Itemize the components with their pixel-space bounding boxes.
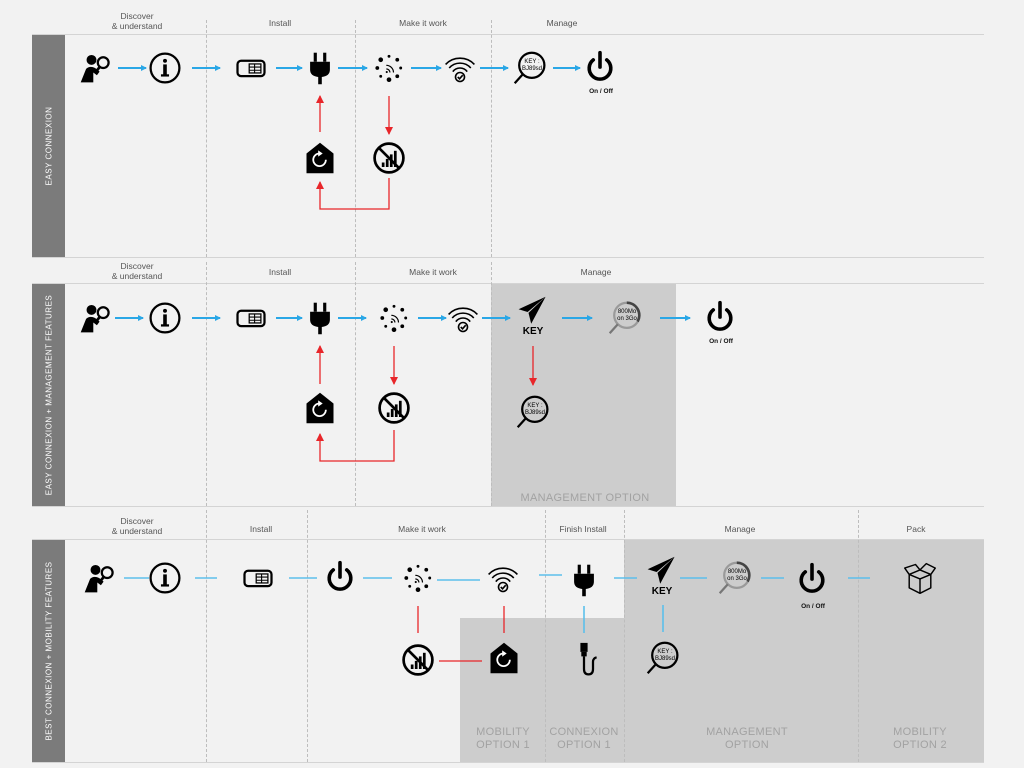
phase-label-manage: Manage [580,267,612,277]
key-search-icon [512,50,548,86]
wifi-ok-icon [445,300,481,336]
mobility-connexion-option-area [460,618,624,762]
home-reset-icon [302,390,338,426]
on-off-label: On / Off [709,338,733,345]
connecting-icon [371,50,407,86]
no-signal-icon [371,140,407,176]
sim-card-icon [233,300,269,336]
swimlane-easy-connexion [32,34,984,258]
sim-card-icon [240,560,276,596]
send-icon [644,554,680,590]
phase-divider [545,510,546,762]
data-usage-icon [607,300,643,336]
phase-divider [491,20,492,257]
row-title-bar: BEST CONNEXION + MOBILITY FEATURES [32,540,65,762]
option-label-mobility-2: MOBILITY OPTION 2 [893,726,947,751]
plug-icon [566,562,602,598]
info-icon[interactable] [147,50,183,86]
phase-divider [858,510,859,762]
phase-label-make-it-work: Make it work [409,267,457,277]
option-label-management: MANAGEMENT OPTION [520,492,650,504]
option-label-management: MANAGEMENT OPTION [706,726,788,751]
on-off-label: On / Off [589,88,613,95]
phase-label-make-it-work: Make it work [398,524,446,534]
phase-divider [206,510,207,762]
phase-label-discover: Discover & understand [111,11,163,31]
power-icon[interactable] [702,300,738,336]
key-search-icon [645,640,681,676]
phase-divider [355,20,356,257]
power-icon[interactable] [322,560,358,596]
person-search-icon [82,560,118,596]
error-arrow [316,178,390,210]
home-reset-icon [486,640,522,676]
no-signal-icon [376,390,412,426]
row-title-bar: EASY CONNEXION + MANAGEMENT FEATURES [32,284,65,506]
phase-label-finish-install: Finish Install [559,524,607,534]
phase-label-discover: Discover & understand [111,261,163,281]
info-icon[interactable] [147,300,183,336]
swimlane-easy-connexion-management [32,283,984,507]
wifi-key-text: KEY : BJ89sd [654,649,676,662]
data-usage-text: 800Mo on 3Go [727,569,747,582]
no-signal-icon [400,642,436,678]
key-search-icon [515,394,551,430]
phase-label-pack: Pack [906,524,926,534]
send-icon [515,294,551,330]
phase-divider [206,262,207,506]
wifi-key-text: KEY : BJ89sd [521,59,543,72]
ethernet-cable-icon [566,642,602,678]
on-off-label: On / Off [801,603,825,610]
person-search-icon [78,300,114,336]
person-search-icon [78,50,114,86]
wifi-ok-icon [442,50,478,86]
phase-label-manage: Manage [724,524,756,534]
option-label-mobility-1: MOBILITY OPTION 1 [476,726,530,751]
phase-label-make-it-work: Make it work [399,18,447,28]
phase-divider [307,510,308,762]
error-arrow [316,430,395,462]
plug-icon [302,50,338,86]
phase-divider [206,20,207,257]
send-key-label: KEY [522,326,544,337]
plug-icon [302,300,338,336]
phase-divider [355,262,356,506]
wifi-ok-icon [485,560,521,596]
power-icon[interactable] [582,50,618,86]
row-title-bar: EASY CONNEXION [32,35,65,257]
phase-label-install: Install [249,524,273,534]
connecting-icon [400,560,436,596]
data-usage-text: 800Mo on 3Go [617,309,637,322]
phase-divider [624,510,625,762]
connecting-icon [376,300,412,336]
phase-label-install: Install [268,18,292,28]
phase-divider [491,262,492,506]
info-icon[interactable] [147,560,183,596]
phase-label-manage: Manage [546,18,578,28]
sim-card-icon [233,50,269,86]
management-option-area [491,284,676,506]
phase-label-discover: Discover & understand [111,516,163,536]
wifi-key-text: KEY : BJ89sd [524,403,546,416]
send-key-label: KEY [651,586,673,597]
phase-label-install: Install [268,267,292,277]
data-usage-icon [717,560,753,596]
home-reset-icon [302,140,338,176]
package-box-icon [902,560,938,596]
option-label-connexion-1: CONNEXION OPTION 1 [549,726,619,751]
swimlane-best-connexion-mobility [32,539,984,763]
power-icon[interactable] [794,562,830,598]
